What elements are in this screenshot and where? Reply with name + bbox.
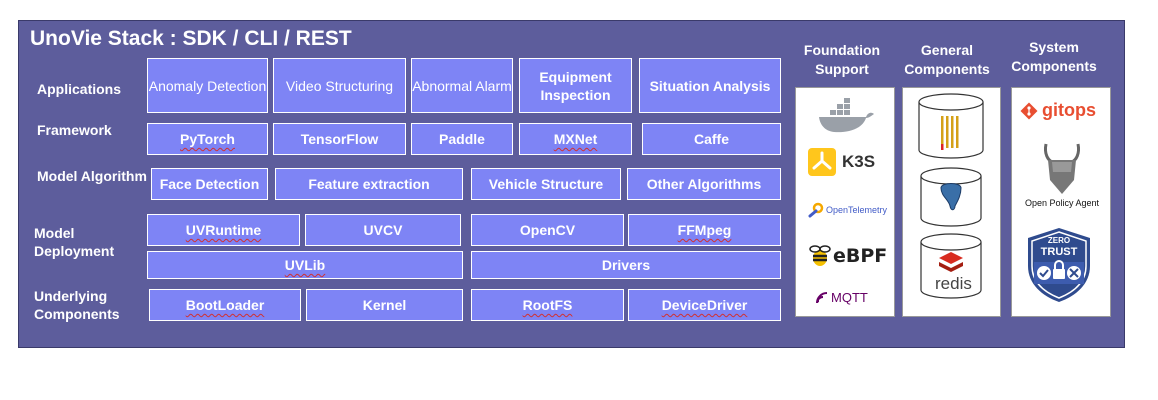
app-box: Situation Analysis (639, 58, 781, 113)
mqtt-text: MQTT (831, 290, 868, 305)
git-icon (1020, 102, 1038, 119)
ebpf-text: eBPF (833, 245, 888, 267)
deployment-box: FFMpeg (628, 214, 781, 246)
k3s-icon (808, 148, 836, 176)
k3s-logo: K3S (808, 148, 875, 176)
framework-box: Paddle (411, 123, 513, 155)
framework-box: Caffe (642, 123, 781, 155)
app-box: Anomaly Detection (147, 58, 268, 113)
database-cylinders (918, 93, 984, 299)
framework-label: PyTorch (180, 131, 235, 147)
algorithm-box: Feature extraction (275, 168, 463, 200)
mqtt-icon (816, 291, 828, 303)
deployment-box: UVCV (305, 214, 461, 246)
layer-label-framework: Framework (37, 122, 112, 138)
opentelemetry-icon (808, 202, 824, 218)
app-box: Equipment Inspection (519, 58, 632, 113)
mqtt-logo: MQTT (816, 290, 868, 305)
redis-icon (939, 252, 963, 272)
app-box: Abnormal Alarm (411, 58, 513, 113)
ebpf-logo: eBPF (808, 244, 887, 268)
underlying-label: BootLoader (185, 297, 265, 313)
opa-icon (1038, 140, 1086, 203)
app-box: Video Structuring (273, 58, 406, 113)
general-components-column: redis (902, 87, 1001, 317)
underlying-label: DeviceDriver (661, 297, 748, 313)
framework-box: MXNet (519, 123, 632, 155)
redis-text: redis (935, 274, 972, 293)
zero-trust-badge: ZERO TRUST (1024, 226, 1094, 309)
deployment-box: OpenCV (471, 214, 624, 246)
foundation-support-column: K3S OpenTelemetry eBPF MQTT (795, 87, 895, 317)
deployment-box-wide: UVLib (147, 251, 463, 279)
framework-box: PyTorch (147, 123, 268, 155)
system-components-header: System Components (1011, 39, 1097, 74)
deployment-label: UVLib (284, 257, 326, 273)
algorithm-box: Face Detection (151, 168, 268, 200)
bars-icon (941, 116, 959, 150)
opentelemetry-text: OpenTelemetry (826, 205, 888, 215)
layer-label-underlying-components: Underlying Components (34, 288, 120, 322)
stack-panel: UnoVie Stack : SDK / CLI / REST Applicat… (18, 20, 1125, 348)
underlying-box: Kernel (306, 289, 463, 321)
system-components-column: gitops Open Policy Agent ZERO TRUST (1011, 87, 1111, 317)
deployment-box-wide: Drivers (471, 251, 781, 279)
bee-icon (809, 245, 831, 266)
underlying-box: RootFS (471, 289, 624, 321)
opentelemetry-logo: OpenTelemetry (808, 202, 887, 218)
general-components-header: General Components (904, 42, 990, 77)
foundation-support-header: Foundation Support (803, 42, 881, 77)
deployment-label: UVRuntime (185, 222, 262, 238)
opa-text: Open Policy Agent (1024, 198, 1100, 208)
elephant-icon (940, 183, 962, 211)
trust-text: TRUST (1040, 246, 1078, 258)
algorithm-box: Other Algorithms (627, 168, 781, 200)
deployment-label: FFMpeg (677, 222, 732, 238)
zero-text: ZERO (1047, 236, 1071, 245)
layer-label-model-deployment: Model Deployment (34, 225, 115, 259)
underlying-label: RootFS (522, 297, 573, 313)
layer-label-model-algorithm: Model Algorithm (37, 168, 147, 184)
framework-box: TensorFlow (273, 123, 406, 155)
deployment-box: UVRuntime (147, 214, 300, 246)
docker-icon (816, 98, 876, 134)
gitops-logo: gitops (1020, 100, 1096, 121)
gitops-text: gitops (1042, 100, 1096, 120)
algorithm-box: Vehicle Structure (471, 168, 621, 200)
layer-label-applications: Applications (37, 81, 122, 97)
k3s-text: K3S (842, 152, 876, 171)
framework-label: MXNet (553, 131, 598, 147)
underlying-box: BootLoader (149, 289, 301, 321)
page-title: UnoVie Stack : SDK / CLI / REST (30, 27, 352, 50)
underlying-box: DeviceDriver (628, 289, 781, 321)
